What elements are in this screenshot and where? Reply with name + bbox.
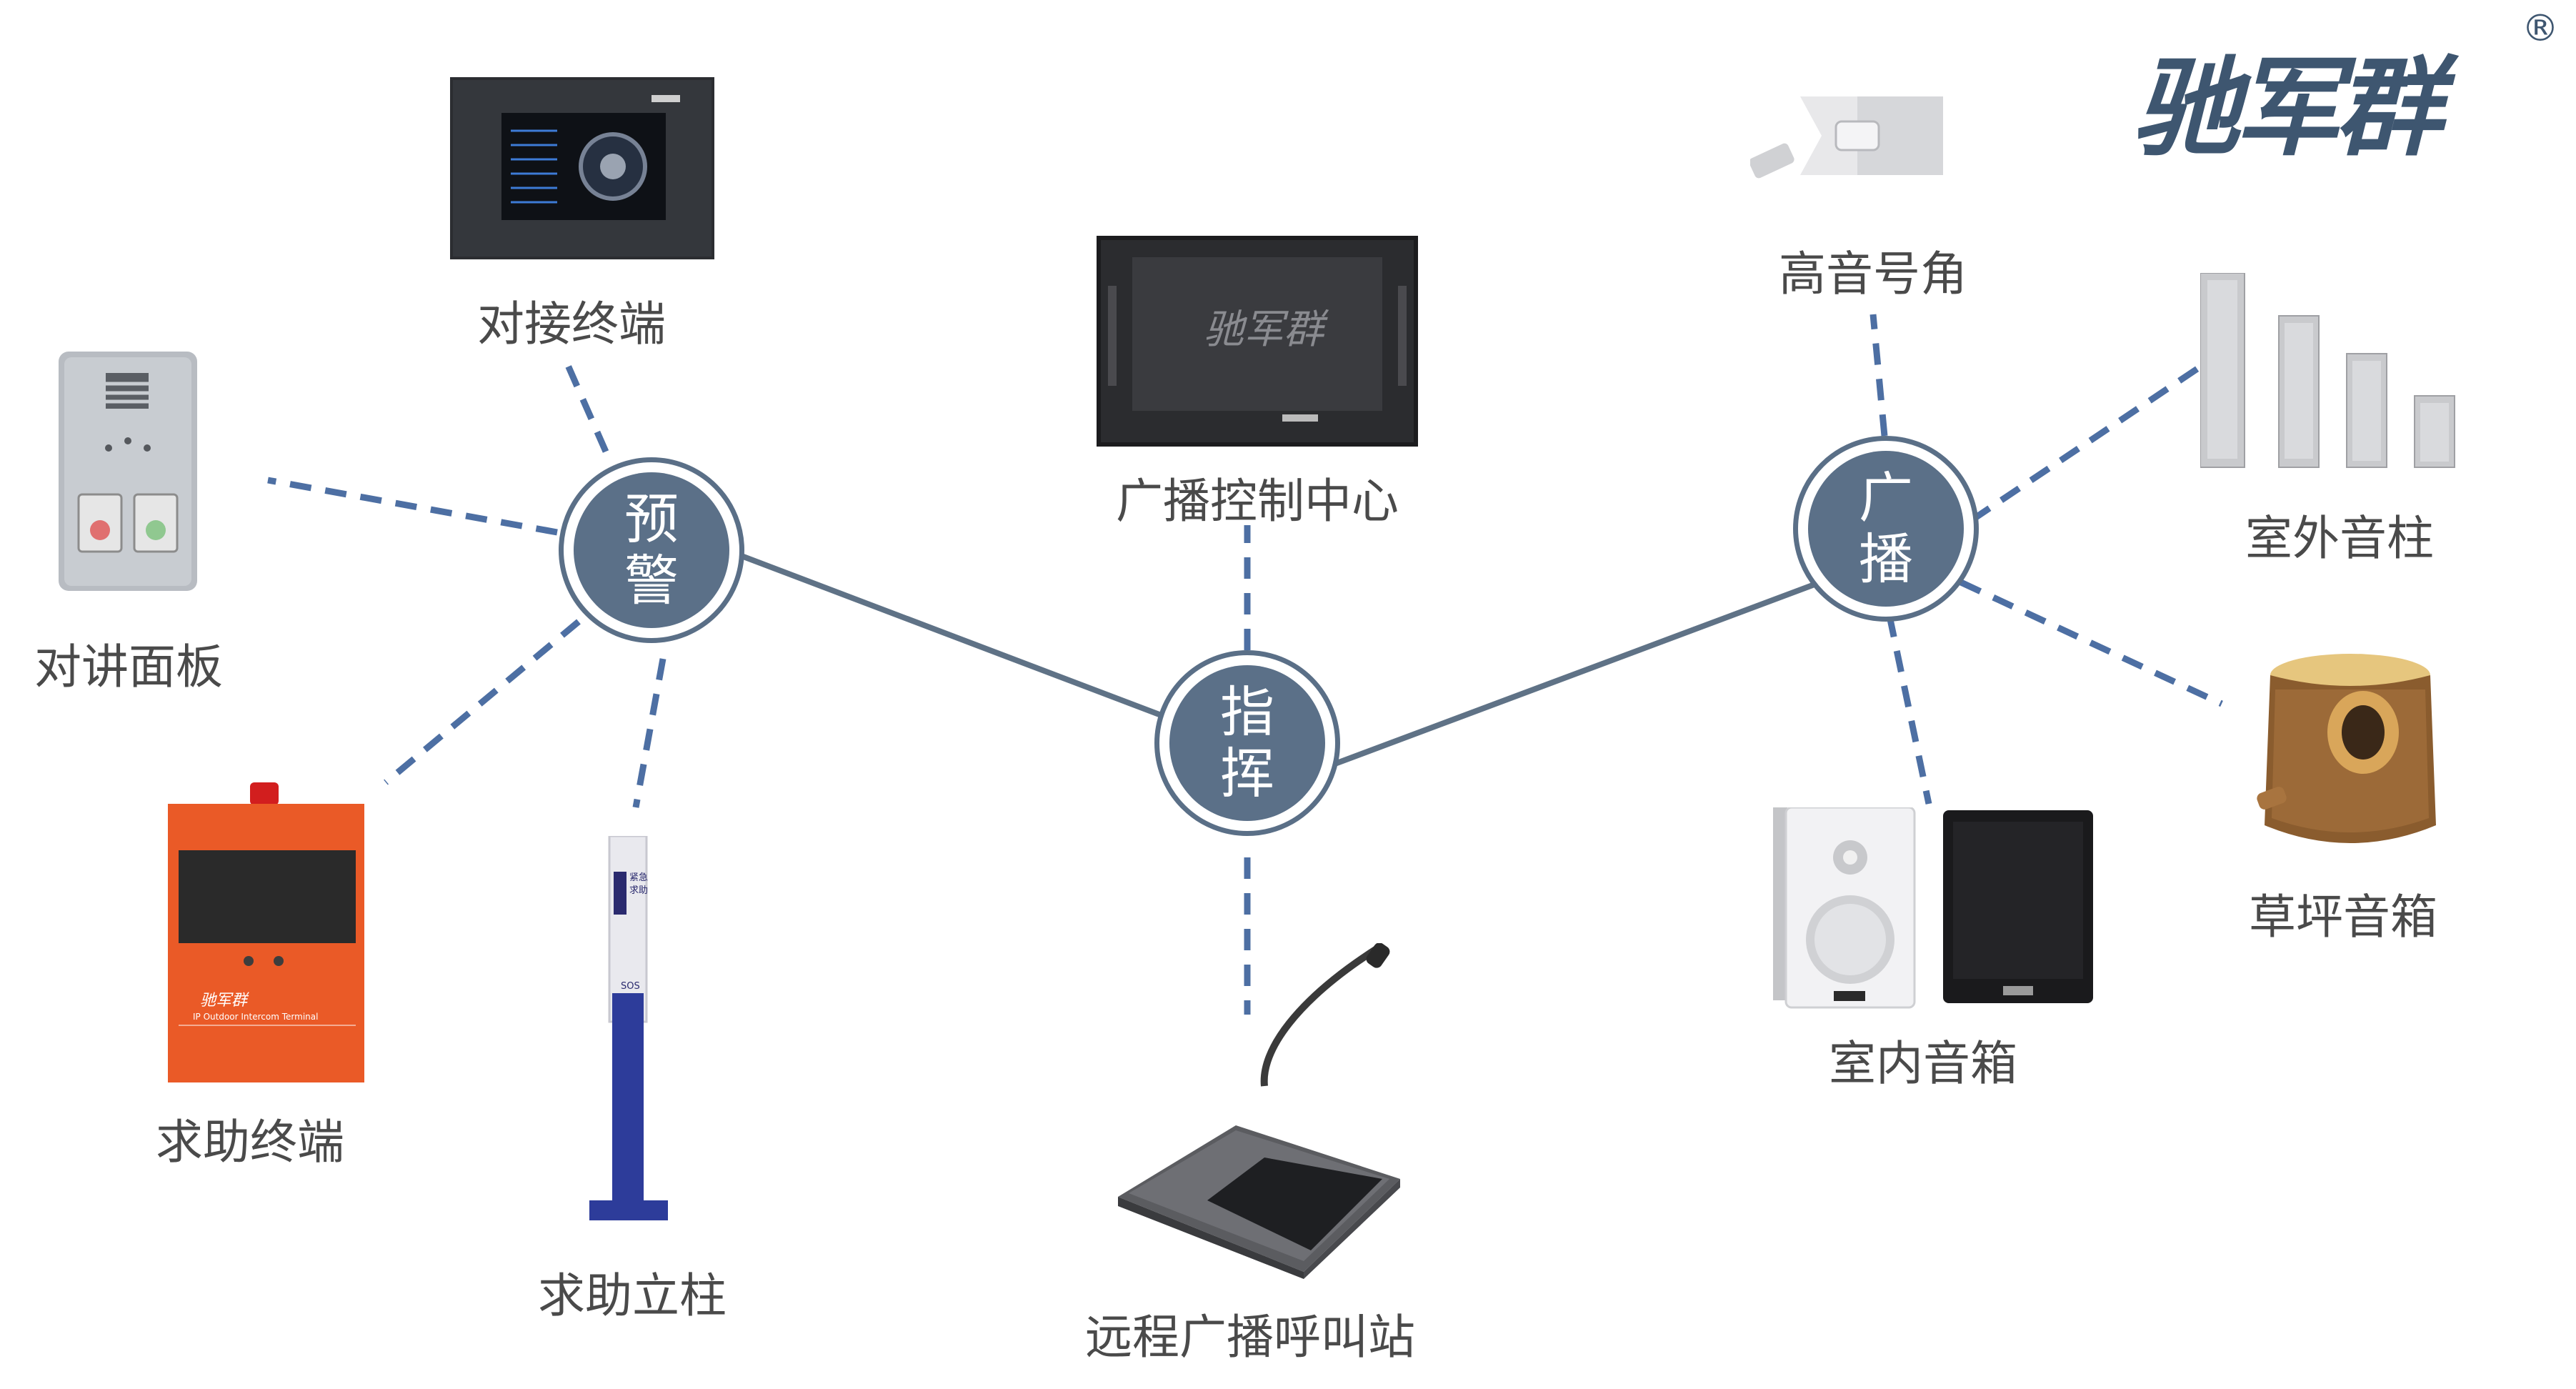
link-command-broadcast	[1332, 582, 1816, 767]
help-pillar-icon: 紧急 求助 SOS	[589, 836, 668, 1220]
label-help-terminal: 求助终端	[156, 1115, 344, 1170]
link-broadcast-horn	[1869, 314, 1888, 437]
label-horn: 高音号角	[1779, 247, 1967, 302]
link-warning-command	[734, 551, 1170, 721]
help-terminal-screen-text: IP Outdoor Intercom Terminal	[193, 1012, 318, 1022]
hub-warning: 预警	[559, 457, 744, 643]
svg-text:驰军群: 驰军群	[200, 992, 249, 1010]
column-speaker-icon	[2200, 273, 2455, 468]
wall-speaker-icon	[1773, 807, 2093, 1009]
label-control-center: 广播控制中心	[1116, 474, 1399, 529]
rack-server-icon: 驰军群	[1097, 236, 1418, 447]
hub-command: 指挥	[1154, 650, 1340, 836]
hub-broadcast: 广播	[1793, 436, 1979, 622]
brand-logo: 驰军群	[2132, 45, 2442, 171]
microphone-station-icon	[1118, 943, 1400, 1279]
label-column: 室外音柱	[2245, 511, 2434, 566]
label-docking-terminal: 对接终端	[477, 297, 666, 352]
intercom-panel-icon	[59, 352, 197, 591]
registered-mark: ®	[2522, 7, 2559, 50]
help-terminal-cabinet-icon: 驰军群 IP Outdoor Intercom Terminal	[168, 782, 364, 1082]
link-broadcast-lawn	[1960, 579, 2223, 707]
link-warning-help-pillar	[632, 658, 667, 808]
label-help-pillar: 求助立柱	[538, 1268, 727, 1323]
hub-command-core: 指挥	[1169, 665, 1325, 821]
hub-warning-core: 预警	[574, 472, 729, 628]
lawn-speaker-icon	[2257, 654, 2436, 843]
help-pillar-sos: SOS	[621, 981, 640, 992]
label-intercom-panel: 对讲面板	[34, 639, 223, 694]
link-broadcast-indoor	[1886, 615, 1932, 805]
link-warning-docking	[561, 356, 609, 453]
hub-broadcast-text: 广播	[1859, 466, 1913, 591]
hub-command-text: 指挥	[1220, 680, 1274, 805]
label-lawn: 草坪音箱	[2249, 890, 2437, 945]
horn-speaker-icon	[1750, 96, 1943, 179]
svg-text:驰军群: 驰军群	[1204, 307, 1329, 353]
help-pillar-tag-2: 求助	[629, 885, 648, 896]
hub-broadcast-core: 广播	[1808, 451, 1964, 607]
help-pillar-tag-1: 紧急	[629, 872, 648, 883]
hub-warning-text: 预警	[624, 487, 679, 612]
label-indoor: 室内音箱	[1829, 1036, 2017, 1091]
label-call-station: 远程广播呼叫站	[1085, 1310, 1415, 1365]
touch-screen-terminal-icon	[450, 77, 714, 259]
link-warning-intercom	[267, 477, 558, 536]
link-broadcast-column	[1970, 362, 2206, 523]
link-warning-help-terminal	[384, 619, 581, 785]
